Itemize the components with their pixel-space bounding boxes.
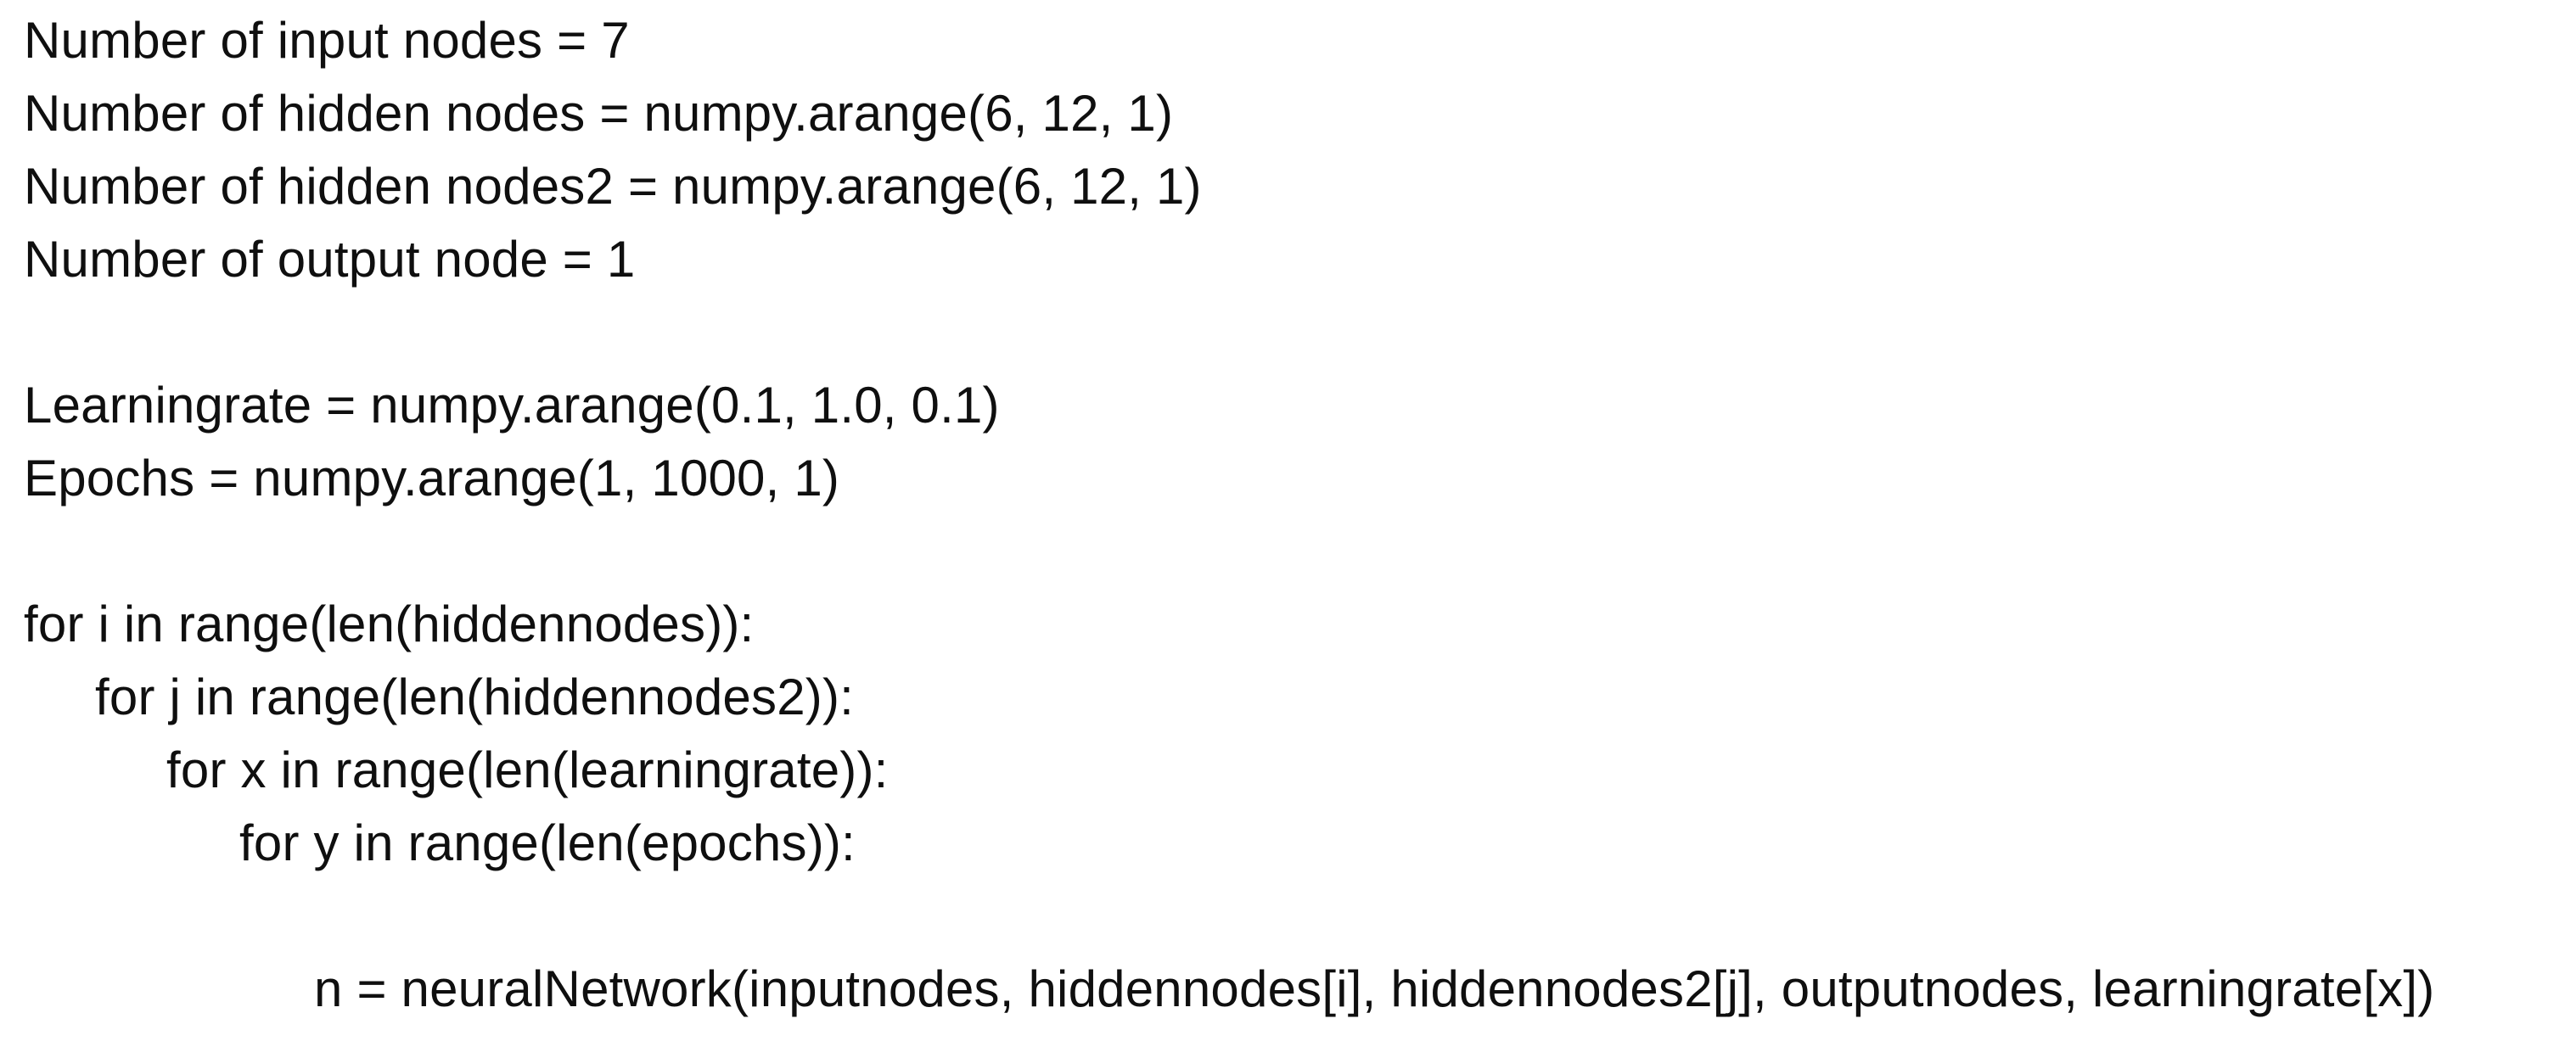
code-line: for y in range(len(epochs)): <box>239 814 856 871</box>
code-line: Number of hidden nodes = numpy.arange(6,… <box>24 85 1174 142</box>
code-line: Number of output node = 1 <box>24 231 636 288</box>
code-line: Number of input nodes = 7 <box>24 12 630 69</box>
code-line: Epochs = numpy.arange(1, 1000, 1) <box>24 450 840 507</box>
code-line: for x in range(len(learningrate)): <box>166 742 889 798</box>
code-line: for i in range(len(hiddennodes)): <box>24 596 755 652</box>
code-line: for j in range(len(hiddennodes2)): <box>95 669 854 725</box>
blank-line <box>0 515 32 588</box>
code-line: Number of hidden nodes2 = numpy.arange(6… <box>24 158 1202 215</box>
code-line: Learningrate = numpy.arange(0.1, 1.0, 0.… <box>24 377 1000 434</box>
code-line: n = neuralNetwork(inputnodes, hiddennode… <box>314 960 2435 1017</box>
blank-line <box>0 296 32 369</box>
blank-line <box>0 880 32 953</box>
